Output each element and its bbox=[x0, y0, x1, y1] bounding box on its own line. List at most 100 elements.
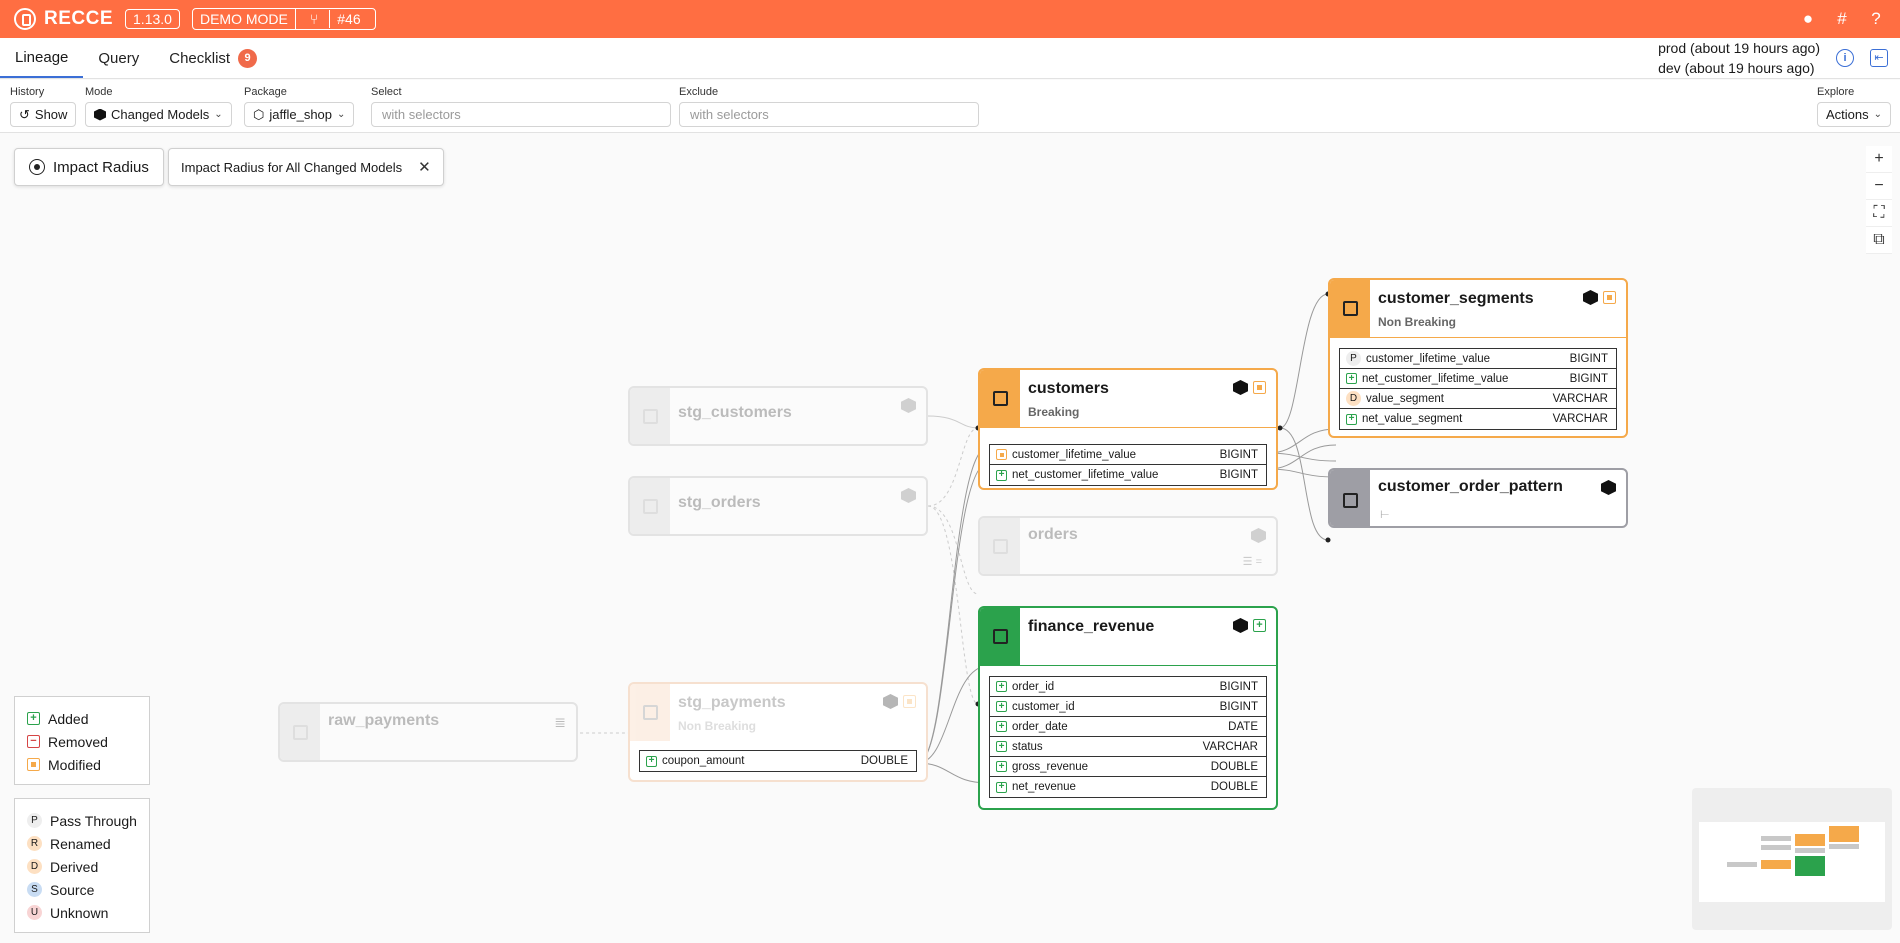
column-type: BIGINT bbox=[1569, 372, 1608, 385]
history-show-button[interactable]: ↺Show bbox=[10, 102, 77, 127]
added-icon: + bbox=[996, 701, 1007, 712]
column-name: net_customer_lifetime_value bbox=[1362, 372, 1509, 385]
fit-view-icon[interactable]: ⛶ bbox=[1866, 200, 1892, 227]
github-icon[interactable]: ● bbox=[1802, 9, 1814, 28]
legend-label: Source bbox=[50, 881, 95, 898]
close-icon[interactable]: ✕ bbox=[418, 159, 431, 176]
exclude-input[interactable]: with selectors bbox=[679, 102, 979, 127]
node-title: stg_payments bbox=[678, 694, 786, 711]
node-title: stg_orders bbox=[678, 494, 761, 511]
added-icon: + bbox=[996, 469, 1007, 481]
node-checkbox[interactable] bbox=[642, 409, 658, 424]
zoom-in-icon[interactable]: + bbox=[1866, 146, 1892, 173]
modified-icon bbox=[1253, 381, 1266, 394]
logout-icon[interactable]: ⇤ bbox=[1870, 49, 1888, 67]
column-name: order_id bbox=[1012, 680, 1055, 693]
legend-label: Unknown bbox=[50, 904, 109, 921]
help-icon[interactable]: ? bbox=[1871, 9, 1881, 28]
added-icon: + bbox=[646, 755, 657, 767]
modified-icon bbox=[27, 758, 40, 771]
node-customer-order-pattern[interactable]: customer_order_pattern ⊢ bbox=[1328, 468, 1628, 528]
chevron-down-icon: ⌄ bbox=[1873, 109, 1883, 120]
column-name: net_revenue bbox=[1012, 781, 1076, 793]
info-icon[interactable]: i bbox=[1836, 49, 1854, 67]
node-select-strip bbox=[980, 518, 1020, 574]
tab-query[interactable]: Query bbox=[83, 38, 154, 78]
node-orders[interactable]: orders ☰ = bbox=[978, 516, 1278, 576]
model-cube-icon bbox=[1233, 380, 1248, 395]
column-type: BIGINT bbox=[1219, 448, 1258, 461]
tab-lineage[interactable]: Lineage bbox=[0, 38, 84, 78]
legend-modified: Modified bbox=[27, 753, 137, 776]
node-status: Non Breaking bbox=[1378, 315, 1457, 329]
exclude-placeholder: with selectors bbox=[690, 107, 769, 122]
edge-customers-pattern bbox=[1279, 427, 1329, 541]
column-name: order_date bbox=[1012, 720, 1068, 733]
node-checkbox[interactable] bbox=[992, 391, 1008, 406]
removed-icon: − bbox=[27, 735, 40, 748]
mode-select[interactable]: Changed Models⌄ bbox=[85, 102, 232, 127]
added-icon: + bbox=[27, 712, 40, 725]
minimap[interactable] bbox=[1692, 788, 1892, 930]
added-icon: + bbox=[996, 761, 1007, 772]
node-title: customer_segments bbox=[1378, 290, 1534, 307]
edge-stg-orders-orders bbox=[927, 505, 979, 595]
pass-through-badge: P bbox=[1346, 351, 1361, 366]
node-raw-payments[interactable]: raw_payments ≣ bbox=[278, 702, 578, 762]
node-customers[interactable]: customers Breaking customer_lifetime_val… bbox=[978, 368, 1278, 490]
node-checkbox[interactable] bbox=[992, 629, 1008, 644]
column-list-icon[interactable]: ☰ = bbox=[1242, 556, 1262, 568]
node-checkbox[interactable] bbox=[292, 725, 308, 740]
impact-radius-description: Impact Radius for All Changed Models bbox=[181, 159, 403, 175]
lineage-canvas[interactable]: Impact Radius Impact Radius for All Chan… bbox=[0, 134, 1900, 943]
column-toggle-icon[interactable]: ⊢ bbox=[1380, 509, 1390, 521]
node-checkbox[interactable] bbox=[1342, 492, 1358, 508]
brand-logo[interactable]: RECCE bbox=[14, 8, 113, 30]
node-title: stg_customers bbox=[678, 404, 792, 421]
column-type: VARCHAR bbox=[1552, 392, 1608, 405]
column-type: BIGINT bbox=[1219, 700, 1258, 713]
node-select-strip bbox=[630, 478, 670, 534]
zoom-out-icon[interactable]: − bbox=[1866, 173, 1892, 200]
node-checkbox[interactable] bbox=[1342, 301, 1358, 316]
node-stg-payments[interactable]: stg_payments Non Breaking +coupon_amount… bbox=[628, 682, 928, 782]
package-select[interactable]: ⬡jaffle_shop⌄ bbox=[244, 102, 355, 127]
column-name: net_customer_lifetime_value bbox=[1012, 469, 1159, 481]
node-checkbox[interactable] bbox=[992, 539, 1008, 554]
impact-radius-button[interactable]: Impact Radius bbox=[14, 148, 164, 186]
node-stg-orders[interactable]: stg_orders bbox=[628, 476, 928, 536]
node-checkbox[interactable] bbox=[642, 499, 658, 514]
explore-label: Explore bbox=[1817, 86, 1855, 98]
column-type: BIGINT bbox=[1569, 352, 1608, 365]
slack-icon[interactable]: # bbox=[1837, 9, 1847, 28]
package-label: Package bbox=[244, 86, 287, 98]
node-status: Breaking bbox=[1028, 405, 1080, 419]
source-database-icon: ≣ bbox=[554, 714, 566, 730]
model-cube-icon bbox=[883, 694, 898, 709]
node-stg-customers[interactable]: stg_customers bbox=[628, 386, 928, 446]
copy-image-icon[interactable]: ⧉ bbox=[1866, 227, 1892, 254]
pr-badge[interactable]: ⑂#46 bbox=[294, 9, 375, 29]
added-icon: + bbox=[1253, 619, 1266, 632]
node-title: customers bbox=[1028, 380, 1109, 397]
select-input[interactable]: with selectors bbox=[371, 102, 671, 127]
node-select-strip bbox=[630, 684, 670, 741]
actions-menu-button[interactable]: Actions⌄ bbox=[1817, 102, 1892, 127]
node-checkbox[interactable] bbox=[642, 705, 658, 720]
